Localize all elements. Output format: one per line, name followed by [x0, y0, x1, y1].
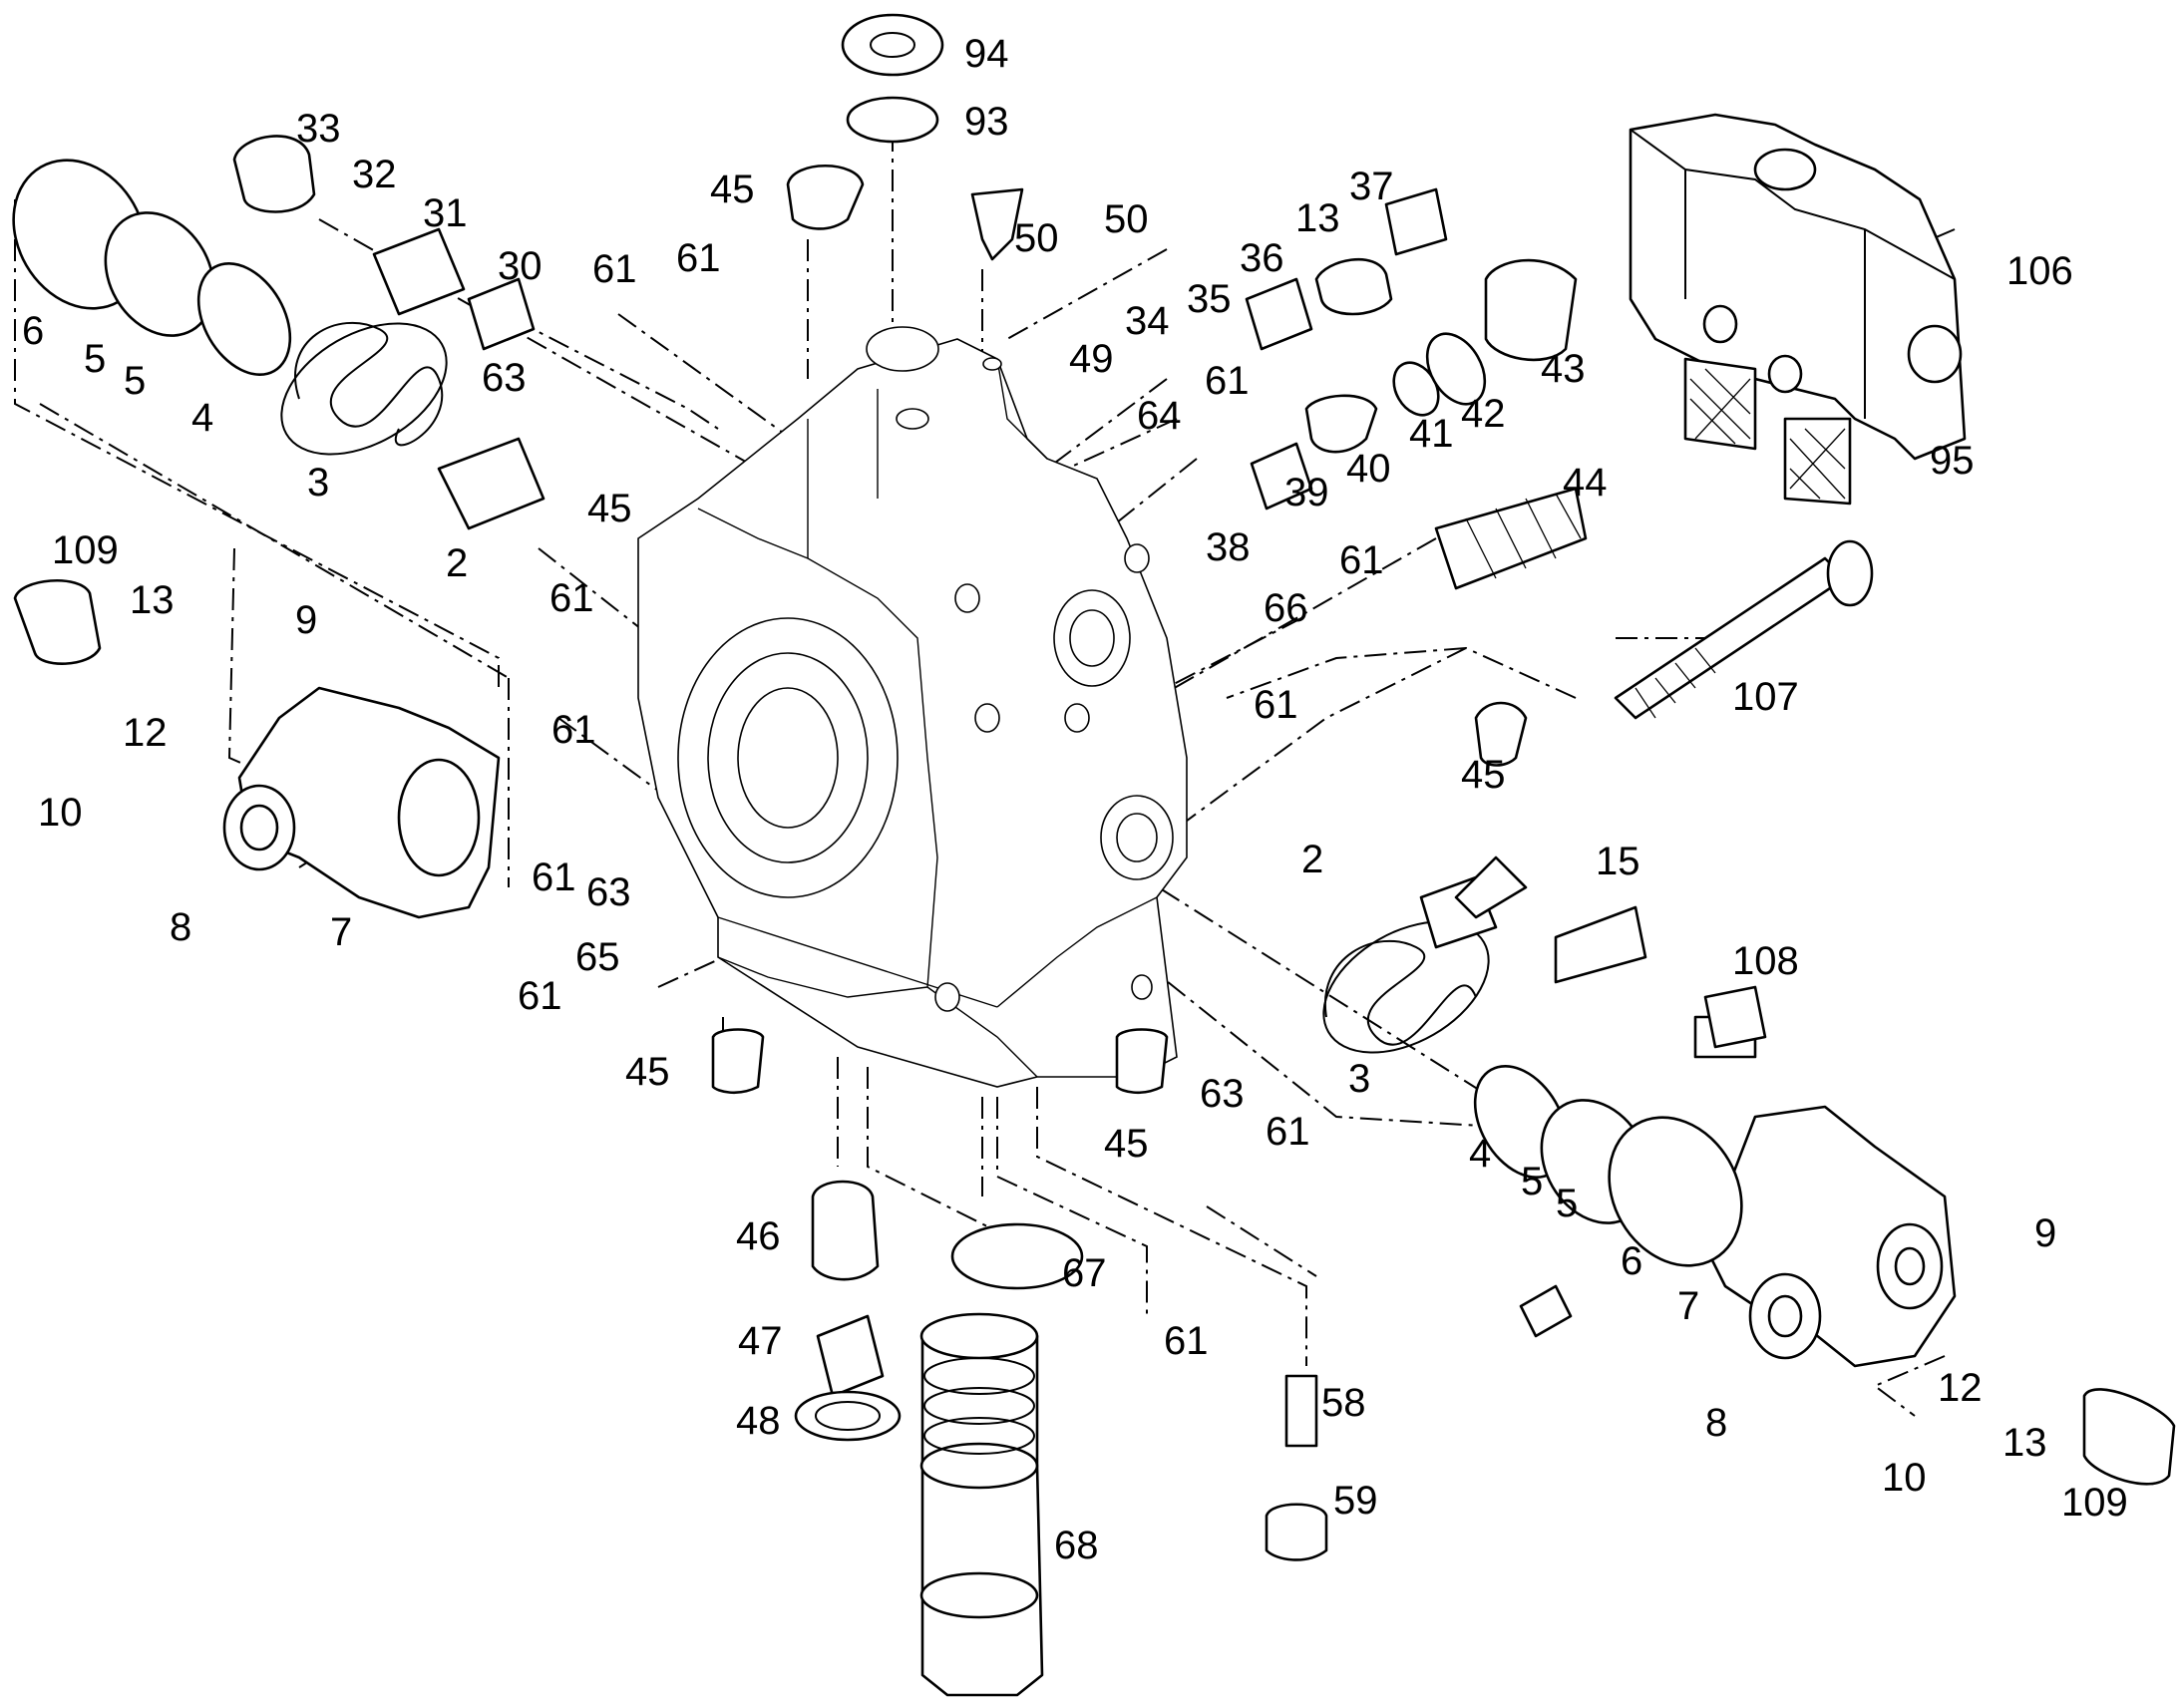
callout-109: 109: [2061, 1481, 2128, 1525]
callout-45: 45: [1461, 753, 1506, 797]
callout-61: 61: [518, 974, 562, 1018]
callout-7: 7: [1677, 1284, 1699, 1328]
callout-45: 45: [625, 1050, 670, 1094]
valve-cartridge: [919, 1312, 1044, 1697]
callout-95: 95: [1930, 439, 1975, 483]
callout-35: 35: [1187, 277, 1232, 321]
callout-44: 44: [1563, 461, 1608, 505]
callout-3: 3: [1348, 1057, 1370, 1101]
callout-33: 33: [296, 107, 341, 151]
callout-61: 61: [551, 708, 596, 752]
callout-49: 49: [1069, 337, 1114, 381]
callout-93: 93: [964, 100, 1009, 144]
callout-61: 61: [1339, 538, 1384, 582]
callout-45: 45: [1104, 1122, 1149, 1166]
callout-36: 36: [1240, 236, 1284, 280]
springs: [280, 227, 1490, 1398]
callout-38: 38: [1206, 525, 1251, 569]
callout-50: 50: [1014, 216, 1059, 260]
callout-6: 6: [22, 309, 44, 353]
callout-45: 45: [587, 487, 632, 530]
callout-10: 10: [1882, 1456, 1927, 1500]
callout-61: 61: [1254, 683, 1298, 727]
callout-3: 3: [307, 461, 329, 505]
callout-48: 48: [736, 1399, 781, 1443]
callout-2: 2: [1301, 838, 1323, 881]
long-bolt: [1614, 539, 1874, 720]
callout-107: 107: [1732, 675, 1799, 719]
callout-37: 37: [1349, 165, 1394, 208]
callout-47: 47: [738, 1319, 783, 1363]
callout-65: 65: [575, 935, 620, 979]
callout-12: 12: [123, 711, 168, 755]
callout-5: 5: [1521, 1160, 1543, 1203]
callout-61: 61: [549, 576, 594, 620]
callout-63: 63: [586, 870, 631, 914]
callout-4: 4: [191, 396, 213, 440]
callout-8: 8: [170, 905, 191, 949]
callout-61: 61: [1205, 359, 1250, 403]
callout-61: 61: [592, 247, 637, 291]
callout-4: 4: [1469, 1132, 1491, 1176]
callout-7: 7: [330, 910, 352, 954]
callout-9: 9: [2034, 1211, 2056, 1255]
callout-61: 61: [532, 855, 576, 899]
callout-labels: 94 93 45 50 61 50 33 32 31 30 61 13 37 3…: [22, 32, 2128, 1567]
right-flange-cover: [1703, 1105, 1957, 1368]
callout-46: 46: [736, 1214, 781, 1258]
callout-32: 32: [352, 153, 397, 196]
main-valve-housing: [637, 326, 1188, 1088]
callout-40: 40: [1346, 447, 1391, 491]
callout-109: 109: [52, 528, 119, 572]
callout-41: 41: [1409, 412, 1454, 456]
callout-106: 106: [2006, 249, 2073, 293]
callout-61: 61: [676, 236, 721, 280]
callout-9: 9: [295, 598, 317, 642]
callout-66: 66: [1264, 586, 1308, 630]
small-parts: [12, 13, 2176, 1561]
callout-63: 63: [482, 356, 527, 400]
callout-63: 63: [1200, 1072, 1245, 1116]
callout-61: 61: [1266, 1110, 1310, 1154]
callout-5: 5: [1556, 1182, 1578, 1225]
callout-34: 34: [1125, 299, 1170, 343]
callout-2: 2: [446, 541, 468, 585]
callout-42: 42: [1461, 392, 1506, 436]
callout-50: 50: [1104, 197, 1149, 241]
callout-68: 68: [1054, 1524, 1099, 1567]
callout-13: 13: [2002, 1421, 2047, 1465]
callout-30: 30: [498, 244, 543, 288]
left-flange-cover: [222, 686, 501, 919]
callout-13: 13: [130, 578, 175, 622]
callout-94: 94: [964, 32, 1009, 76]
callout-5: 5: [84, 337, 106, 381]
callout-6: 6: [1621, 1239, 1642, 1283]
callout-12: 12: [1938, 1366, 1983, 1410]
callout-31: 31: [423, 191, 468, 235]
callout-61: 61: [1164, 1319, 1209, 1363]
callout-39: 39: [1284, 471, 1329, 514]
callout-58: 58: [1321, 1381, 1366, 1425]
callout-13: 13: [1295, 196, 1340, 240]
callout-59: 59: [1333, 1479, 1378, 1523]
callout-64: 64: [1137, 394, 1182, 438]
callout-43: 43: [1541, 347, 1586, 391]
callout-10: 10: [38, 791, 83, 835]
callout-108: 108: [1732, 939, 1799, 983]
callout-8: 8: [1705, 1401, 1727, 1445]
valve-block: [1629, 113, 1967, 506]
callout-15: 15: [1596, 840, 1640, 883]
callout-5: 5: [124, 359, 146, 403]
callout-67: 67: [1062, 1251, 1107, 1295]
callout-45: 45: [710, 168, 755, 211]
